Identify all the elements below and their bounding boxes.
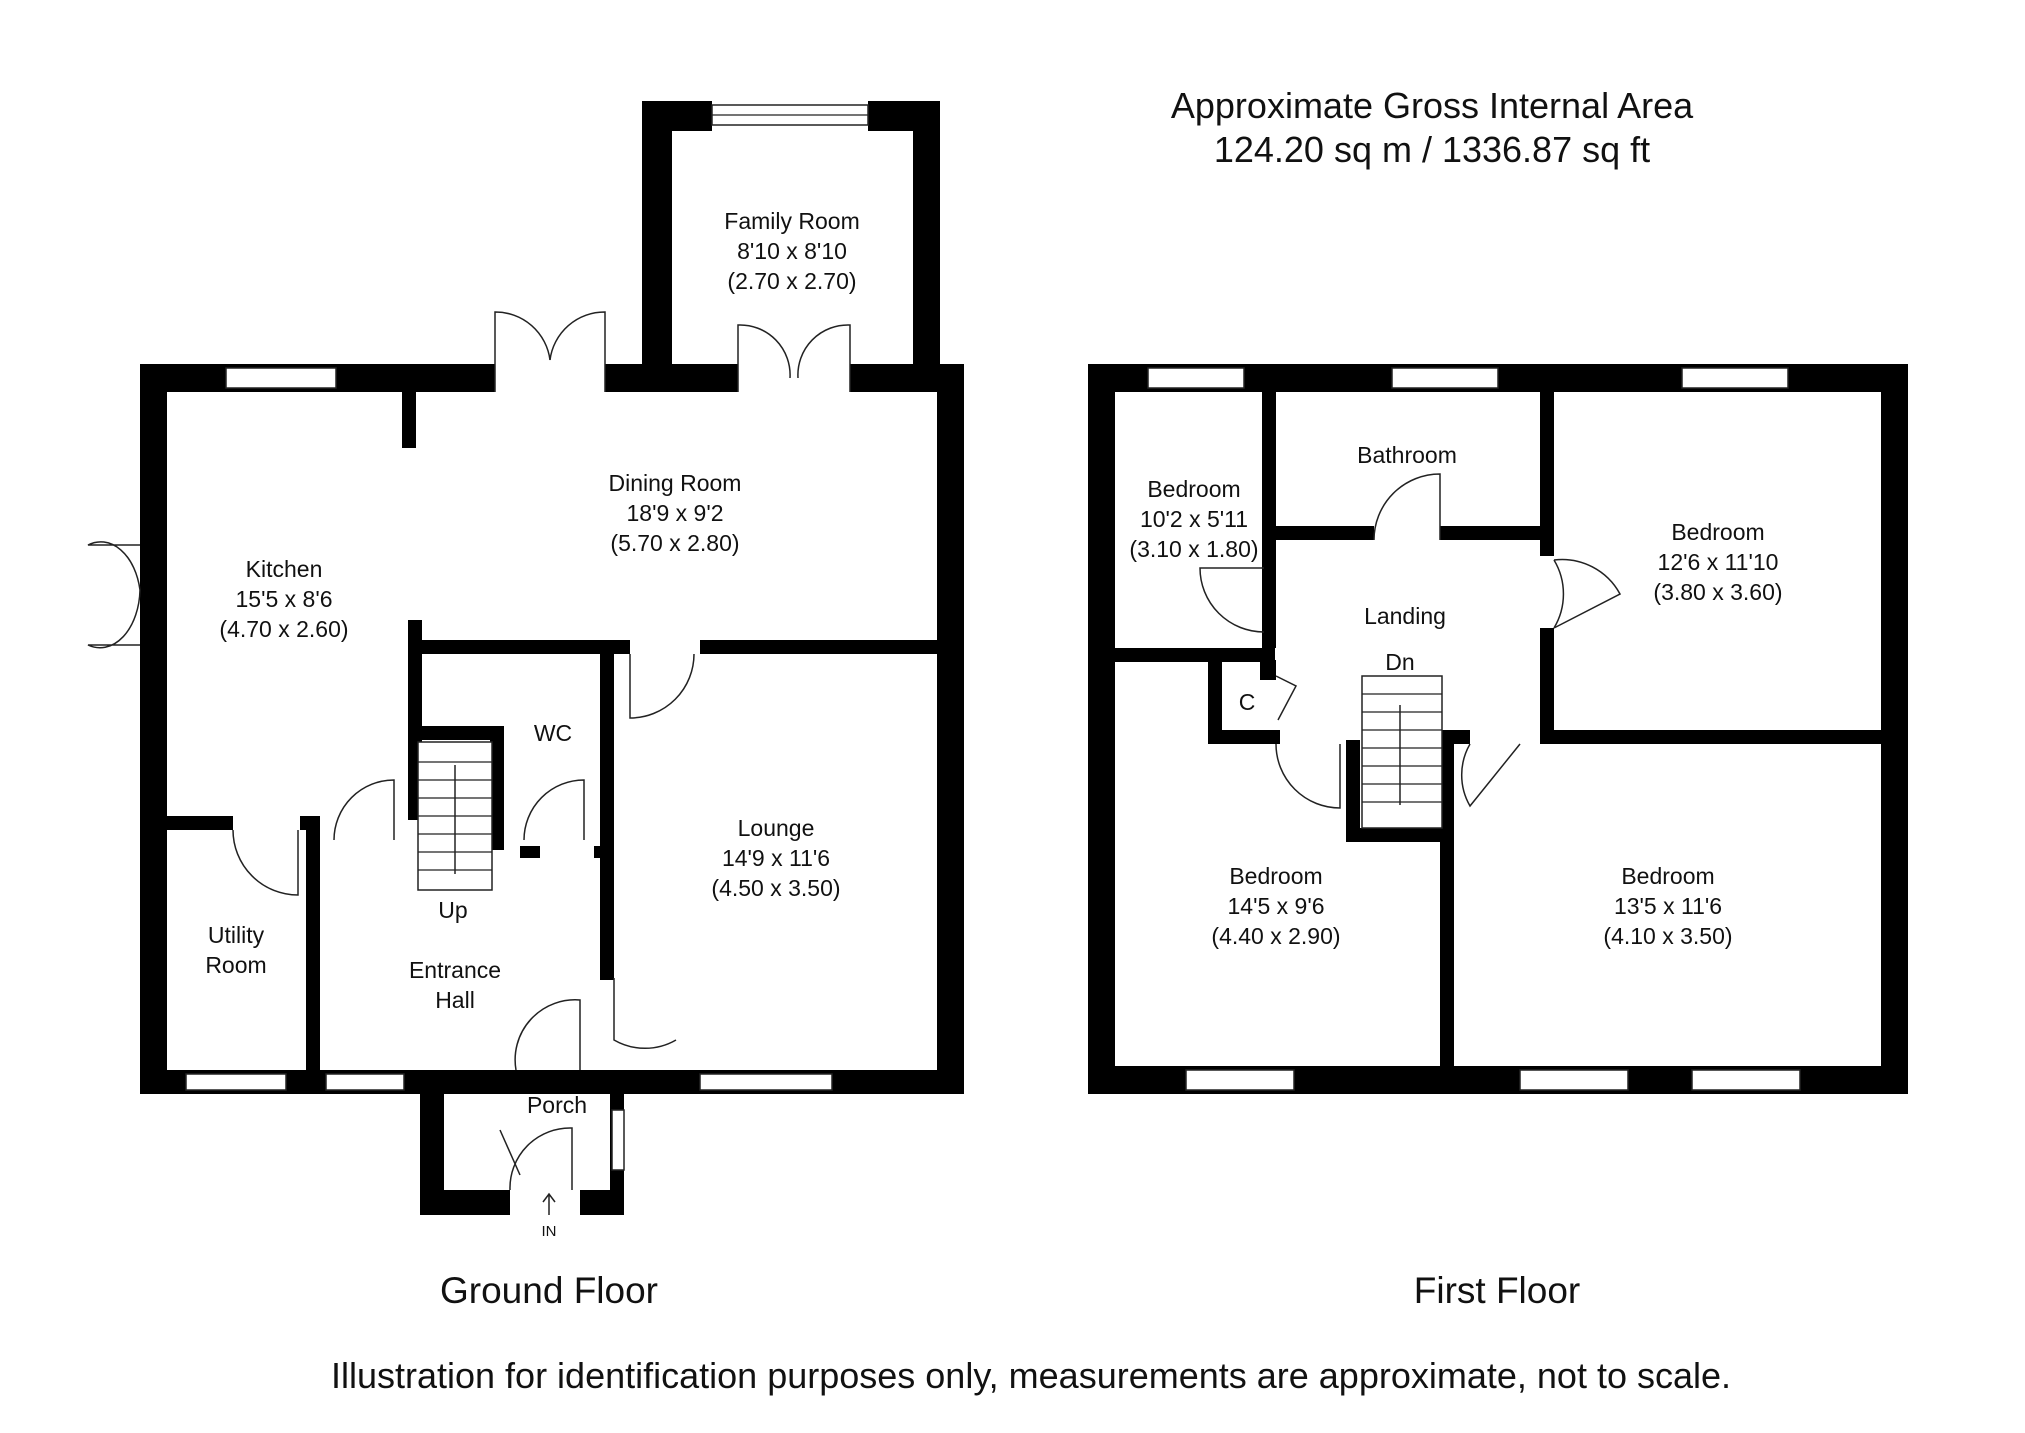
hall-window (325, 1073, 405, 1091)
bedroom-front-right-door-swing (1553, 558, 1622, 629)
kitchen-side-door-a (87, 541, 141, 591)
family-room-size-m: (2.70 x 2.70) (727, 268, 856, 294)
bathroom-door (1373, 473, 1441, 541)
bedroom-rear-left-size-ft: 14'5 x 9'6 (1227, 893, 1324, 919)
hall-door (333, 779, 395, 841)
utility-room-name-line1: Utility (208, 922, 265, 948)
disclaimer: Illustration for identification purposes… (331, 1355, 1731, 1396)
lounge-door (613, 978, 677, 1050)
utility-door (232, 829, 299, 896)
cupboard-name: C (1239, 689, 1256, 715)
front-door (509, 1127, 573, 1191)
area-value: 124.20 sq m / 1336.87 sq ft (1214, 129, 1650, 170)
bedroom-small-name: Bedroom (1147, 476, 1240, 502)
bedroom-front-right-door (1553, 559, 1565, 629)
ground-floor-plan (87, 101, 964, 1215)
bedroom-small-size-m: (3.10 x 1.80) (1129, 536, 1258, 562)
bedroom-small-size-ft: 10'2 x 5'11 (1140, 506, 1248, 532)
kitchen-size-m: (4.70 x 2.60) (219, 616, 348, 642)
ground-floor-title: Ground Floor (440, 1270, 658, 1311)
bathroom-window (1391, 367, 1499, 389)
utility-room-name-line2: Room (205, 952, 266, 978)
entry-label: IN (542, 1223, 557, 1240)
first-stairs-treads (1362, 693, 1442, 803)
bedroom-rear-right-size-ft: 13'5 x 11'6 (1614, 893, 1722, 919)
bedroom-rear-right-size-m: (4.10 x 3.50) (1603, 923, 1732, 949)
bedroom-front-right-window (1681, 367, 1789, 389)
porch-cupboard-door (499, 1129, 521, 1176)
entrance-hall-name-line2: Hall (435, 987, 475, 1013)
bedroom-rear-right-door (1460, 743, 1521, 808)
entrance-hall-name-line1: Entrance (409, 957, 501, 983)
bathroom-name: Bathroom (1357, 442, 1457, 468)
dining-room-size-m: (5.70 x 2.80) (610, 530, 739, 556)
bedroom-rear-left-size-m: (4.40 x 2.90) (1211, 923, 1340, 949)
bedroom-front-right-size-m: (3.80 x 3.60) (1653, 579, 1782, 605)
lounge-window (699, 1073, 833, 1091)
bedroom-rear-left-name: Bedroom (1229, 863, 1322, 889)
dining-room-name: Dining Room (609, 470, 742, 496)
bedroom-rear-right-window-a (1519, 1069, 1629, 1091)
kitchen-window (225, 367, 337, 389)
first-floor-title: First Floor (1414, 1270, 1581, 1311)
wc-door (523, 779, 585, 841)
utility-window (185, 1073, 287, 1091)
bedroom-small-door (1199, 567, 1265, 633)
porch-name: Porch (527, 1092, 587, 1118)
porch-inner-door (514, 999, 581, 1071)
dining-room-size-ft: 18'9 x 9'2 (626, 500, 723, 526)
landing-name: Landing (1364, 603, 1446, 629)
family-room-name: Family Room (724, 208, 859, 234)
first-floor-plan (1088, 364, 1908, 1094)
dining-lounge-door (629, 653, 695, 719)
bedroom-front-right-name: Bedroom (1671, 519, 1764, 545)
bedroom-small-window (1147, 367, 1245, 389)
dining-french-door-right (549, 311, 606, 392)
wc-name: WC (534, 720, 572, 746)
porch-window (611, 1109, 625, 1171)
cupboard-door (1275, 675, 1298, 721)
lounge-size-m: (4.50 x 3.50) (711, 875, 840, 901)
area-block: Approximate Gross Internal Area 124.20 s… (1171, 85, 1694, 170)
dining-french-door-left (494, 311, 551, 392)
bedroom-rear-right-name: Bedroom (1621, 863, 1714, 889)
bedroom-front-right-size-ft: 12'6 x 11'10 (1658, 549, 1779, 575)
bedroom-rear-left-door (1275, 743, 1341, 809)
ground-stairs-label: Up (438, 897, 467, 923)
family-room-size-ft: 8'10 x 8'10 (737, 238, 847, 264)
family-french-door-right (797, 324, 851, 392)
kitchen-size-ft: 15'5 x 8'6 (235, 586, 332, 612)
first-stairs (1361, 675, 1443, 829)
bedroom-rear-right-window-b (1691, 1069, 1801, 1091)
lounge-name: Lounge (738, 815, 815, 841)
area-heading: Approximate Gross Internal Area (1171, 85, 1694, 126)
lounge-size-ft: 14'9 x 11'6 (722, 845, 830, 871)
kitchen-side-door-b (87, 589, 141, 649)
entry-arrow-icon (542, 1192, 556, 1215)
family-french-door-left (737, 324, 791, 392)
kitchen-name: Kitchen (246, 556, 323, 582)
first-stairs-label: Dn (1385, 649, 1414, 675)
bedroom-rear-left-window (1185, 1069, 1295, 1091)
